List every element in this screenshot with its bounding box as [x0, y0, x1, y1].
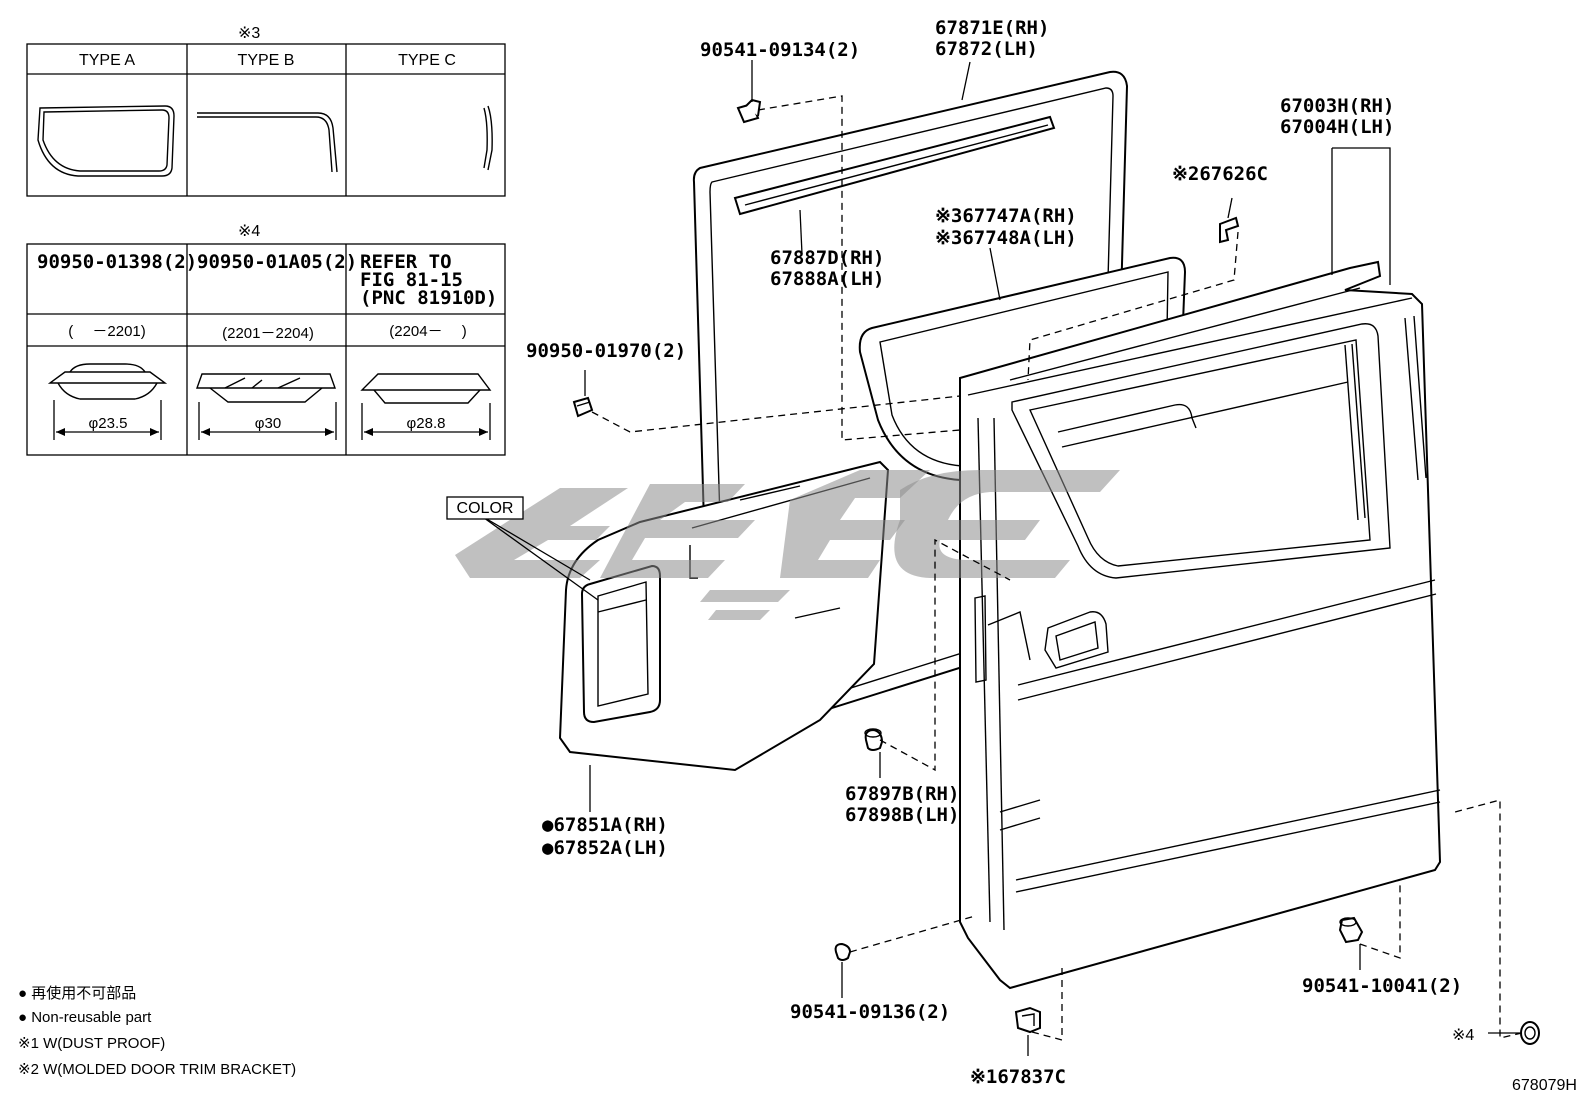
label-67851a: ●67851A(RH)	[542, 814, 668, 836]
refer-line-2: FIG 81-15	[360, 269, 463, 291]
color-label: COLOR	[457, 500, 514, 517]
stopper-67897b-icon	[864, 728, 884, 751]
type-c-label: TYPE C	[398, 52, 456, 69]
label-67748a: ※367748A(LH)	[935, 227, 1077, 249]
label-67004h: 67004H(LH)	[1280, 116, 1394, 138]
label-90541-09136: 90541-09136(2)	[790, 1001, 950, 1023]
figure-id: 678079H	[1512, 1077, 1577, 1094]
door-window-run	[733, 115, 1056, 216]
label-67003h: 67003H(RH)	[1280, 95, 1394, 117]
label-67626c: ※267626C	[1172, 163, 1268, 185]
label-67837c: ※167837C	[970, 1066, 1066, 1088]
legend-line-3: ※1 W(DUST PROOF)	[18, 1035, 165, 1052]
bumper-10041-icon	[1338, 916, 1364, 944]
refer-line-1: REFER TO	[360, 251, 452, 273]
watermark-logo	[455, 470, 1120, 620]
bumper-09134-icon	[736, 98, 762, 124]
type-a-label: TYPE A	[79, 52, 135, 69]
label-90950-01970: 90950-01970(2)	[526, 340, 686, 362]
type-a-seal-shape	[37, 105, 175, 177]
range-2: (2201－2204)	[222, 325, 314, 342]
note4-table: ※4 90950-01398(2) 90950-01A05(2) REFER T…	[26, 223, 506, 456]
leader-lines	[479, 60, 1523, 1056]
legend: ● 再使用不可部品 ● Non-reusable part ※1 W(DUST …	[18, 985, 296, 1078]
refer-line-3: (PNC 81910D)	[360, 287, 497, 309]
bracket-67626c-icon	[1219, 216, 1240, 244]
note4-title: ※4	[238, 223, 260, 240]
legend-line-1: ● 再使用不可部品	[18, 985, 136, 1002]
legend-line-2: ● Non-reusable part	[18, 1009, 152, 1026]
legend-line-4: ※2 W(MOLDED DOOR TRIM BRACKET)	[18, 1061, 296, 1078]
range-3: (2204－ )	[389, 323, 467, 340]
type-b-label: TYPE B	[238, 52, 295, 69]
diameter-3: φ28.8	[407, 415, 446, 432]
label-67898b: 67898B(LH)	[845, 804, 959, 826]
range-1: ( －2201)	[68, 323, 146, 340]
clip-01970-icon	[572, 396, 594, 418]
label-67747a: ※367747A(RH)	[935, 205, 1077, 227]
color-tag: COLOR	[446, 496, 524, 520]
hardware-items	[572, 98, 1540, 1045]
bumper-09136-icon	[834, 942, 852, 961]
label-67888a: 67888A(LH)	[770, 268, 884, 290]
label-90541-09134: 90541-09134(2)	[700, 39, 860, 61]
diameter-2: φ30	[255, 415, 281, 432]
label-67872: 67872(LH)	[935, 38, 1038, 60]
type-b-seal-shape	[197, 112, 338, 173]
grommet-icon	[1520, 1021, 1540, 1045]
clip-pn-2: 90950-01A05(2)	[197, 251, 357, 273]
diameter-1: φ23.5	[89, 415, 128, 432]
label-67897b: 67897B(RH)	[845, 783, 959, 805]
clip-3-shape	[360, 373, 492, 440]
note3-title: ※3	[238, 25, 260, 42]
label-67852a: ●67852A(LH)	[542, 837, 668, 859]
clip-1-shape	[47, 363, 168, 440]
note3-table: ※3 TYPE A TYPE B TYPE C	[26, 25, 506, 197]
type-c-seal-shape	[487, 105, 493, 171]
label-67871e: 67871E(RH)	[935, 17, 1049, 39]
clip-2-shape	[196, 373, 337, 440]
note4-marker: ※4	[1452, 1027, 1474, 1044]
label-90541-10041: 90541-10041(2)	[1302, 975, 1462, 997]
door-panel	[959, 260, 1442, 990]
label-67887d: 67887D(RH)	[770, 247, 884, 269]
clip-pn-1: 90950-01398(2)	[37, 251, 197, 273]
part-67837c-icon	[1014, 1006, 1041, 1034]
